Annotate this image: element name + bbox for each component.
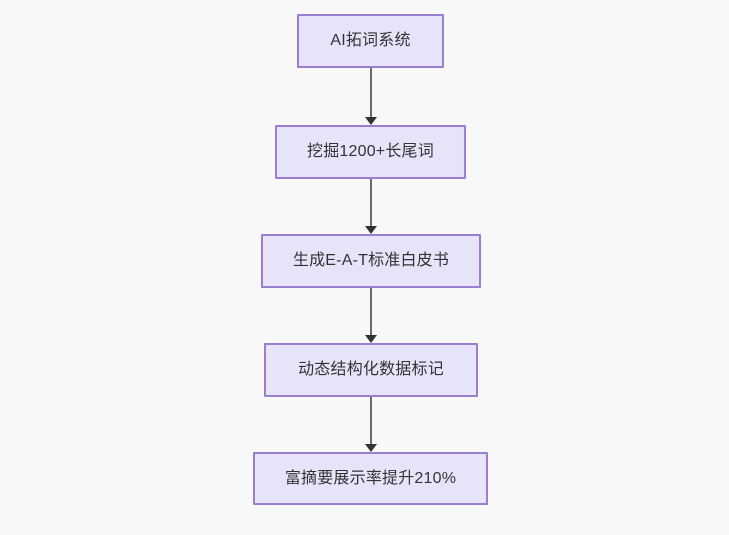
flow-node-label: 生成E-A-T标准白皮书	[292, 252, 450, 270]
connector-line	[370, 288, 372, 336]
flow-node-label: AI拓词系统	[330, 32, 411, 50]
flow-node-label: 挖掘1200+长尾词	[307, 143, 434, 161]
flow-node-dynamic-structured-data-markup[interactable]: 动态结构化数据标记	[264, 343, 478, 397]
flow-connector-2-to-3	[361, 179, 381, 234]
arrowhead-icon	[365, 226, 377, 234]
arrowhead-icon	[365, 335, 377, 343]
flow-node-generate-eat-whitepaper[interactable]: 生成E-A-T标准白皮书	[261, 234, 481, 288]
connector-line	[370, 179, 372, 227]
flow-connector-4-to-5	[361, 397, 381, 452]
flow-connector-1-to-2	[361, 68, 381, 125]
flow-node-rich-snippet-impression-uplift[interactable]: 富摘要展示率提升210%	[253, 452, 488, 505]
flow-node-label: 富摘要展示率提升210%	[284, 469, 457, 487]
connector-line	[370, 68, 372, 118]
flow-node-ai-keyword-system[interactable]: AI拓词系统	[297, 14, 444, 68]
connector-line	[370, 397, 372, 445]
flow-node-label: 动态结构化数据标记	[298, 361, 444, 379]
arrowhead-icon	[365, 444, 377, 452]
flow-node-mine-longtail-keywords[interactable]: 挖掘1200+长尾词	[275, 125, 466, 179]
arrowhead-icon	[365, 117, 377, 125]
flow-connector-3-to-4	[361, 288, 381, 343]
